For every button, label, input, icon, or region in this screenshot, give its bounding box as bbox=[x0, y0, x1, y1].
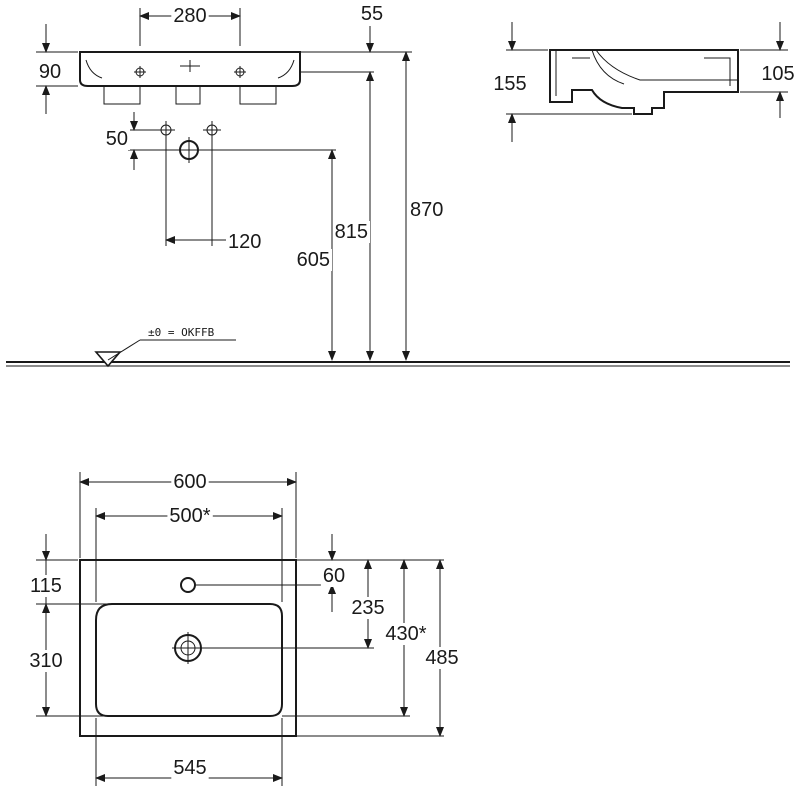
label-backing bbox=[349, 597, 387, 619]
dim-280: 280 bbox=[173, 5, 206, 27]
label-backing bbox=[332, 221, 370, 243]
dim-545: 545 bbox=[173, 757, 206, 779]
label-backing bbox=[423, 647, 461, 669]
tap-hole bbox=[180, 577, 196, 593]
dim-155: 155 bbox=[493, 73, 526, 95]
dim-235: 235 bbox=[351, 597, 384, 619]
dim-870: 870 bbox=[410, 199, 443, 221]
dim-50: 50 bbox=[106, 128, 128, 150]
dim-500: 500* bbox=[169, 505, 210, 527]
label-backing bbox=[491, 73, 529, 95]
label-backing bbox=[171, 471, 209, 493]
dim-605: 605 bbox=[297, 249, 330, 271]
floor-reference-marker: ±0 = OKFFB bbox=[94, 326, 236, 368]
dim-60: 60 bbox=[323, 565, 345, 587]
washbasin-front-outline bbox=[79, 51, 301, 105]
drain-hole bbox=[172, 632, 204, 664]
dim-105: 105 bbox=[761, 63, 794, 85]
label-backing bbox=[759, 63, 797, 85]
dim-815: 815 bbox=[335, 221, 368, 243]
label-backing bbox=[27, 650, 65, 672]
top-view: 600 500* 545 115 310 60 235 bbox=[27, 471, 461, 786]
dim-90: 90 bbox=[39, 61, 61, 83]
side-view: 155 105 bbox=[491, 22, 797, 142]
dim-430: 430* bbox=[385, 623, 426, 645]
label-backing bbox=[171, 757, 209, 779]
dim-310: 310 bbox=[29, 650, 62, 672]
dim-485: 485 bbox=[425, 647, 458, 669]
label-backing bbox=[294, 249, 332, 271]
washbasin-side-outline bbox=[549, 49, 739, 115]
dim-600: 600 bbox=[173, 471, 206, 493]
label-backing bbox=[103, 128, 130, 150]
dim-115: 115 bbox=[30, 575, 62, 597]
label-backing bbox=[358, 3, 386, 25]
dim-120: 120 bbox=[228, 231, 261, 253]
drain-outlet bbox=[176, 137, 202, 163]
label-backing bbox=[36, 61, 64, 83]
front-view: 280 90 55 50 bbox=[6, 3, 790, 368]
label-backing bbox=[226, 231, 264, 253]
label-backing bbox=[383, 623, 429, 645]
label-backing bbox=[28, 575, 64, 597]
label-backing bbox=[320, 565, 348, 587]
label-backing bbox=[171, 5, 209, 27]
label-backing bbox=[167, 505, 213, 527]
dim-55: 55 bbox=[361, 3, 383, 25]
label-backing bbox=[408, 199, 446, 221]
floor-reference-label: ±0 = OKFFB bbox=[148, 326, 215, 339]
